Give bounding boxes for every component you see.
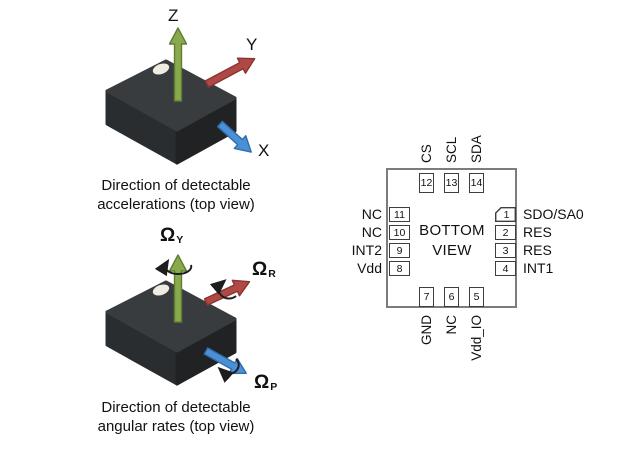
accel-caption: Direction of detectable accelerations (t…: [56, 176, 296, 214]
omega-r-rotation-arc: [209, 279, 237, 300]
pin-14: 14: [469, 173, 484, 193]
omega-p-arrow: [203, 347, 247, 375]
pin-label-int1: INT1: [523, 260, 554, 276]
gyro-caption-line2: angular rates (top view): [97, 418, 255, 435]
pin1-index-dot: [152, 63, 170, 75]
pin-label-cs: CS: [418, 144, 434, 163]
omega-symbol: Ω: [160, 225, 176, 246]
pin-number: 5: [473, 291, 480, 303]
omega-y-arrow: [168, 254, 188, 323]
z-axis-arrow: [168, 27, 188, 102]
pin-number: 14: [470, 177, 483, 189]
pin-number: 2: [502, 226, 509, 239]
pin-1-chamfer-outline: [494, 206, 516, 223]
pin-8: 8: [389, 261, 410, 276]
omega-symbol: Ω: [252, 259, 268, 280]
pin-6: 6: [444, 287, 459, 307]
pin-4: 4: [495, 261, 516, 276]
pin-label-sdo-sa0: SDO/SA0: [523, 206, 584, 222]
y-axis-arrow: [204, 57, 256, 88]
pin-label-sda: SDA: [468, 135, 484, 163]
pin-number: 4: [502, 262, 509, 275]
pin-2: 2: [495, 225, 516, 240]
bottom-view-line2: VIEW: [432, 242, 472, 259]
z-axis-label: Z: [168, 6, 179, 25]
omega-subscript: Y: [176, 234, 184, 246]
omega-y-rotation-arc: [154, 258, 193, 277]
pin-number: 8: [396, 262, 403, 275]
omega-symbol: Ω: [254, 372, 270, 393]
pin-number: 9: [396, 244, 403, 257]
pin-number: 11: [394, 208, 405, 221]
gyro-caption: Direction of detectable angular rates (t…: [56, 398, 296, 436]
pin-number: 13: [445, 177, 458, 189]
bottom-view-label: BOTTOM VIEW: [398, 221, 506, 261]
pin-label-nc-11: NC: [361, 206, 382, 222]
pin-12: 12: [419, 173, 434, 193]
pin-label-vdd: Vdd: [357, 260, 382, 276]
pin-label-res-2: RES: [523, 224, 552, 240]
pin-label-nc-10: NC: [361, 224, 382, 240]
chip-top-face: [105, 59, 237, 132]
pin-11: 11: [389, 207, 410, 222]
gyro-3d-figure: [105, 254, 251, 386]
pin-label-nc-6: NC: [443, 315, 459, 335]
y-axis-label: Y: [246, 35, 258, 54]
pin-5: 5: [469, 287, 484, 307]
omega-r-arrow: [203, 279, 251, 306]
accel-3d-figure: [105, 27, 256, 165]
pin-label-res-3: RES: [523, 242, 552, 258]
bottom-view-line1: BOTTOM: [419, 222, 485, 239]
omega-p-label: ΩP: [254, 373, 277, 397]
pin1-index-dot: [152, 284, 170, 296]
pin-number: 7: [423, 291, 430, 303]
omega-p-rotation-arc: [217, 358, 240, 383]
x-axis-label: X: [258, 141, 270, 160]
pin-number: 12: [420, 177, 433, 189]
pin-label-scl: SCL: [443, 136, 459, 163]
omega-r-label: ΩR: [252, 260, 276, 284]
pin-7: 7: [419, 287, 434, 307]
chip-top-face: [105, 280, 237, 353]
pin-number: 6: [448, 291, 455, 303]
accel-caption-line2: accelerations (top view): [97, 196, 255, 213]
pin-9: 9: [389, 243, 410, 258]
pin-13: 13: [444, 173, 459, 193]
pin-number: 3: [502, 244, 509, 257]
gyro-caption-line1: Direction of detectable: [101, 399, 251, 416]
x-axis-arrow: [216, 120, 252, 153]
pin-3: 3: [495, 243, 516, 258]
pin-number: 10: [393, 226, 406, 239]
pin-10: 10: [389, 225, 410, 240]
pin-1: 1: [494, 206, 516, 223]
omega-y-label: ΩY: [160, 226, 183, 250]
pin-label-int2: INT2: [351, 242, 382, 258]
pin-label-vdd-io: Vdd_IO: [468, 315, 484, 361]
omega-subscript: R: [268, 268, 276, 280]
accel-caption-line1: Direction of detectable: [101, 177, 251, 194]
omega-subscript: P: [270, 381, 278, 393]
pin-number: 1: [503, 208, 510, 221]
pin-label-gnd: GND: [418, 315, 434, 345]
